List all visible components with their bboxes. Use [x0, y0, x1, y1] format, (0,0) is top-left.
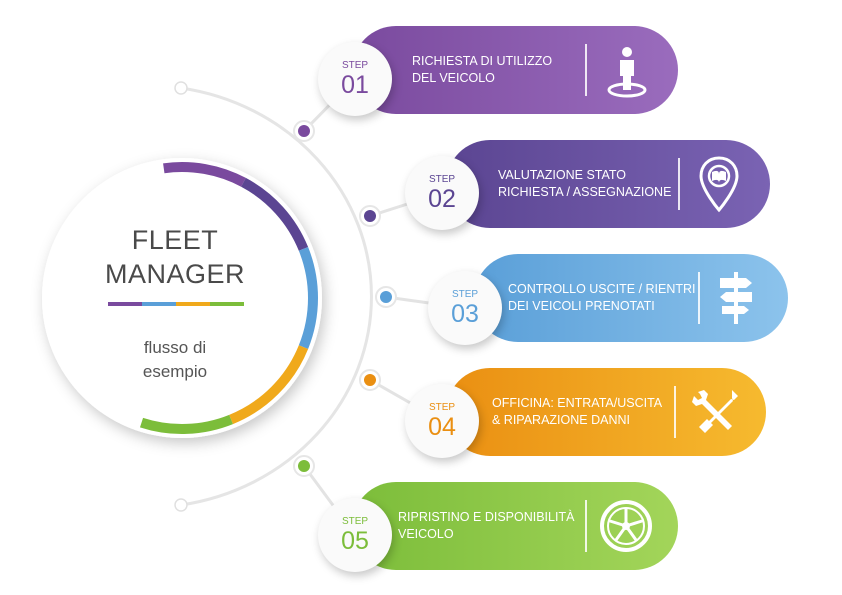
step-3-text-line-2: DEI VEICOLI PRENOTATI	[508, 299, 655, 313]
step-1-pill: RICHIESTA DI UTILIZZO DEL VEICOLO	[352, 26, 678, 114]
map-pin-book-icon	[699, 156, 739, 213]
step-1-badge: STEP 01	[318, 42, 392, 116]
step-1-text-line-1: RICHIESTA DI UTILIZZO	[412, 54, 553, 68]
step-5-badge: STEP 05	[318, 498, 392, 572]
connector-dot-3	[380, 291, 392, 303]
step-2-text-line-1: VALUTAZIONE STATO	[498, 168, 627, 182]
ring-segment-2	[241, 177, 309, 251]
step-1-label: STEP	[341, 60, 369, 71]
step-1-number: 01	[341, 71, 369, 99]
step-3-label: STEP	[451, 289, 479, 300]
wheel-icon	[600, 500, 652, 552]
step-4-text-line-2: & RIPARAZIONE DANNI	[492, 413, 630, 427]
step-5-text-line-2: VEICOLO	[398, 527, 454, 541]
connector-arc	[180, 86, 373, 507]
step-3-badge: STEP 03	[428, 271, 502, 345]
ring-segment-4	[229, 345, 309, 425]
person-on-spot-icon	[607, 47, 647, 98]
step-5-number: 05	[341, 527, 369, 555]
connector-dot-4	[364, 374, 376, 386]
step-3-pill: CONTROLLO USCITE / RIENTRI DEI VEICOLI P…	[474, 254, 788, 342]
title-fleet: FLEET	[131, 225, 219, 255]
step-5-pill: RIPRISTINO E DISPONIBILITÀ VEICOLO	[352, 482, 678, 570]
subtitle-line-1: flusso di	[143, 338, 207, 357]
connector-dot-5	[298, 460, 310, 472]
title-manager: MANAGER	[104, 259, 246, 289]
subtitle-line-2: esempio	[142, 362, 208, 381]
step-2-badge: STEP 02	[405, 156, 479, 230]
step-4-text-line-1: OFFICINA: ENTRATA/USCITA	[492, 396, 663, 410]
connector-dot-1	[298, 125, 310, 137]
step-2-label: STEP	[428, 174, 456, 185]
step-4-label: STEP	[428, 402, 456, 413]
ring-segment-3	[298, 247, 318, 349]
step-3-text-line-1: CONTROLLO USCITE / RIENTRI	[508, 282, 696, 296]
step-3-number: 03	[451, 300, 479, 328]
step-4-badge: STEP 04	[405, 384, 479, 458]
connector-dot-2	[364, 210, 376, 222]
step-1-text-line-2: DEL VEICOLO	[412, 71, 495, 85]
arc-end-dot	[174, 81, 188, 95]
step-2-text-line-2: RICHIESTA / ASSEGNAZIONE	[498, 185, 672, 199]
ring-segment-5	[139, 414, 233, 434]
signpost-icon	[720, 272, 752, 324]
step-2-number: 02	[428, 185, 456, 213]
step-5-label: STEP	[341, 516, 369, 527]
arc-end-dot	[174, 498, 188, 512]
wrench-screwdriver-icon	[692, 390, 738, 433]
center-circle	[42, 158, 322, 438]
step-4-pill: OFFICINA: ENTRATA/USCITA & RIPARAZIONE D…	[446, 368, 766, 456]
ring-segment-1	[163, 162, 246, 187]
step-5-text-line-1: RIPRISTINO E DISPONIBILITÀ	[398, 510, 575, 524]
color-divider	[108, 302, 244, 306]
step-2-pill: VALUTAZIONE STATO RICHIESTA / ASSEGNAZIO…	[446, 140, 770, 228]
step-4-number: 04	[428, 413, 456, 441]
